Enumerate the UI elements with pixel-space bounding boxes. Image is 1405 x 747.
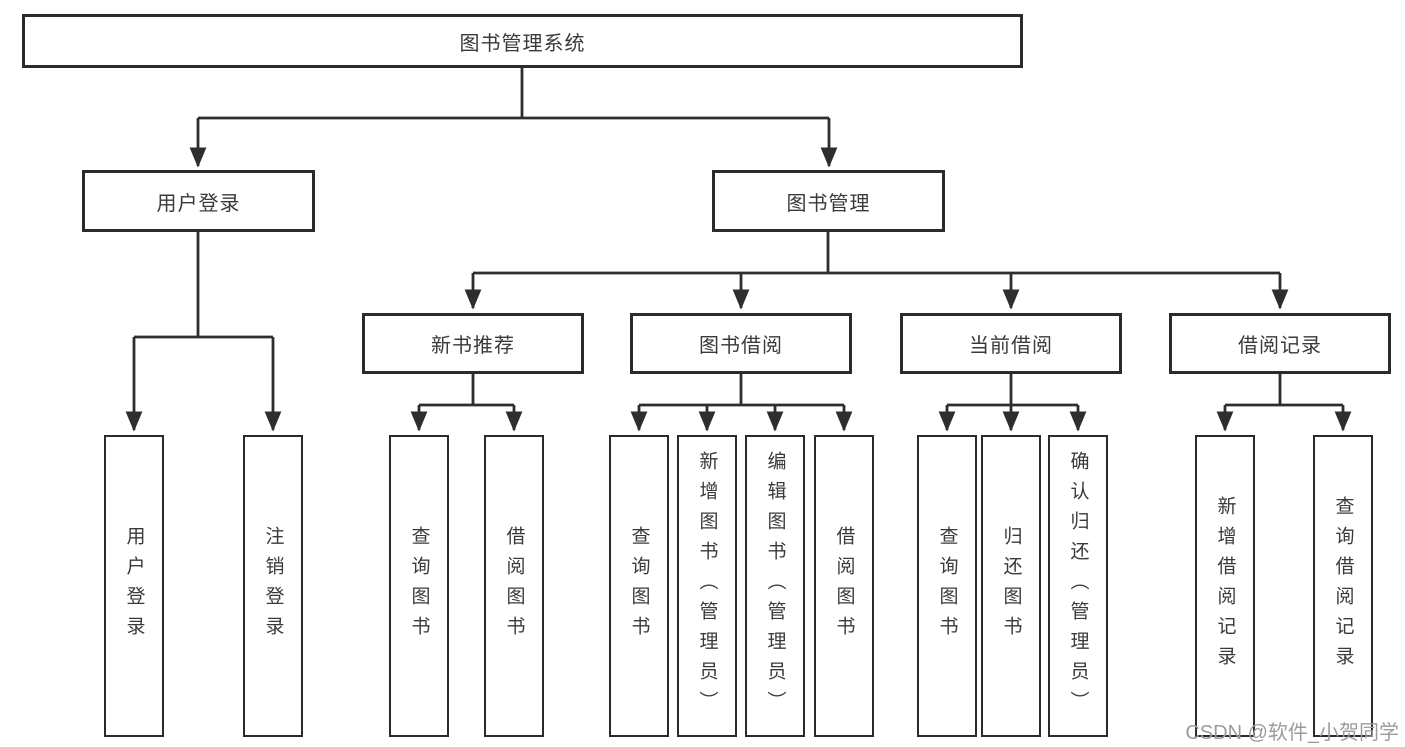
leaf-borrow-books-recommend-label: 借阅图书	[503, 526, 525, 646]
leaf-add-book-admin-label: 新增图书（管理员）	[696, 451, 718, 721]
leaf-confirm-return-admin-label: 确认归还（管理员）	[1067, 451, 1089, 721]
leaf-query-books-borrowing-label: 查询图书	[628, 526, 650, 646]
node-user-login-label: 用户登录	[156, 192, 241, 215]
leaf-add-borrow-record: 新增借阅记录	[1195, 435, 1255, 737]
leaf-add-book-admin: 新增图书（管理员）	[677, 435, 737, 737]
leaf-user-login: 用户登录	[104, 435, 164, 737]
node-root: 图书管理系统	[22, 14, 1023, 68]
node-book-management-label: 图书管理	[786, 192, 871, 215]
leaf-query-borrow-record-label: 查询借阅记录	[1332, 496, 1354, 676]
leaf-borrow-books-recommend: 借阅图书	[484, 435, 544, 737]
leaf-confirm-return-admin: 确认归还（管理员）	[1048, 435, 1108, 737]
leaf-borrow-books-borrowing: 借阅图书	[814, 435, 874, 737]
node-user-login: 用户登录	[82, 170, 315, 232]
leaf-query-books-borrowing: 查询图书	[609, 435, 669, 737]
node-book-borrowing-label: 图书借阅	[699, 335, 783, 357]
leaf-query-borrow-record: 查询借阅记录	[1313, 435, 1373, 737]
leaf-return-books: 归还图书	[981, 435, 1041, 737]
leaf-logout-login-label: 注销登录	[262, 526, 284, 646]
leaf-add-borrow-record-label: 新增借阅记录	[1214, 496, 1236, 676]
leaf-edit-book-admin: 编辑图书（管理员）	[745, 435, 805, 737]
node-book-management: 图书管理	[712, 170, 945, 232]
csdn-watermark: CSDN @软件_小贺同学	[1185, 722, 1399, 744]
node-borrowing-records-label: 借阅记录	[1238, 335, 1322, 357]
leaf-logout-login: 注销登录	[243, 435, 303, 737]
leaf-query-books-recommend-label: 查询图书	[408, 526, 430, 646]
leaf-user-login-label: 用户登录	[123, 526, 145, 646]
node-current-borrowing: 当前借阅	[900, 313, 1122, 374]
tree-edges	[125, 68, 1352, 432]
leaf-edit-book-admin-label: 编辑图书（管理员）	[764, 451, 786, 721]
leaf-borrow-books-borrowing-label: 借阅图书	[833, 526, 855, 646]
node-new-book-recommendation-label: 新书推荐	[431, 335, 515, 357]
node-new-book-recommendation: 新书推荐	[362, 313, 584, 374]
node-borrowing-records: 借阅记录	[1169, 313, 1391, 374]
leaf-query-books-recommend: 查询图书	[389, 435, 449, 737]
node-root-label: 图书管理系统	[459, 32, 586, 55]
node-book-borrowing: 图书借阅	[630, 313, 852, 374]
leaf-query-books-current: 查询图书	[917, 435, 977, 737]
leaf-query-books-current-label: 查询图书	[936, 526, 958, 646]
leaf-return-books-label: 归还图书	[1000, 526, 1022, 646]
node-current-borrowing-label: 当前借阅	[969, 335, 1053, 357]
